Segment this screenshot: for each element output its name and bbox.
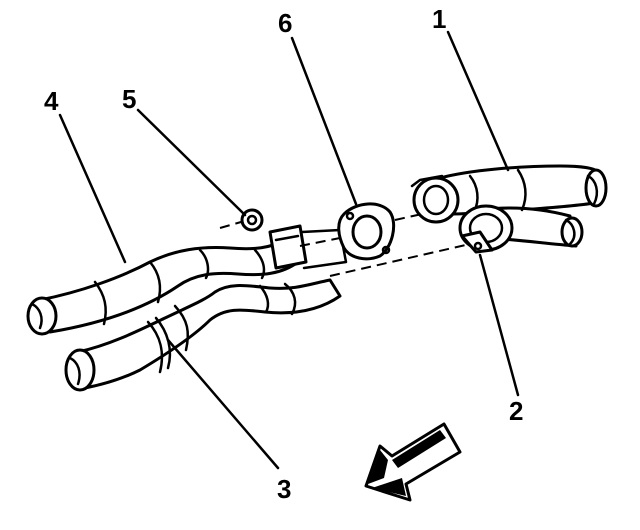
callout-6: 6 xyxy=(278,8,292,38)
exhaust-pipe-upper xyxy=(26,238,300,336)
leader-lines xyxy=(58,30,520,470)
callout-labels: 1 2 3 4 5 6 xyxy=(44,4,523,504)
nut xyxy=(240,208,264,232)
callout-4: 4 xyxy=(44,86,59,116)
front-arrow-icon xyxy=(364,422,462,502)
gasket xyxy=(337,202,396,261)
clamp xyxy=(458,204,514,254)
callout-2: 2 xyxy=(509,396,523,426)
exhaust-pipe-lower xyxy=(64,278,342,392)
callout-1: 1 xyxy=(432,4,446,34)
callout-5: 5 xyxy=(122,84,136,114)
flange-bracket xyxy=(268,224,348,270)
callout-3: 3 xyxy=(277,474,291,504)
